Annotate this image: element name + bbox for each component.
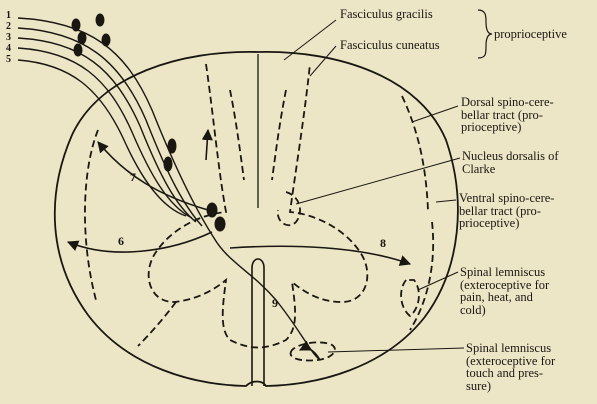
arrow-6 (68, 232, 212, 252)
fiber-3 (18, 38, 196, 222)
label-fasciculus-gracilis: Fasciculus gracilis (340, 8, 433, 21)
leader-spinal-lemniscus-2 (328, 348, 464, 352)
pathway-number-9: 9 (272, 296, 278, 311)
label-spinal-lemniscus-touch: Spinal lemniscus (exteroceptive for touc… (466, 342, 555, 392)
ventral-spinocerebellar-region (410, 222, 433, 330)
leader-ventral-spinocerebellar (436, 200, 456, 202)
pathway-number-7: 7 (130, 170, 136, 185)
ganglion-cell-1 (72, 19, 80, 31)
gracilis-cuneatus-boundary-right (272, 90, 286, 180)
leader-cuneatus (310, 46, 336, 76)
proprioceptive-brace (478, 10, 492, 58)
leader-spinal-lemniscus-1 (418, 272, 458, 290)
label-dorsal-spinocerebellar: Dorsal spino-cere- bellar tract (pro- pr… (461, 96, 554, 134)
clarke-nucleus (278, 192, 300, 225)
dorsal-spinocerebellar-region (402, 96, 428, 210)
arrow-lemniscus-2 (300, 348, 320, 360)
gracilis-cuneatus-boundary-left (230, 90, 244, 180)
ganglion-cell-2 (96, 14, 104, 26)
label-nucleus-dorsalis: Nucleus dorsalis of Clarke (462, 150, 559, 175)
clarke-cell-2 (215, 217, 225, 231)
ganglion-cell-5 (74, 44, 82, 56)
dorsal-horn-cell-2 (164, 157, 172, 171)
fiber-number-5: 5 (6, 54, 11, 65)
fiber-number-3: 3 (6, 32, 11, 43)
fiber-4 (18, 48, 192, 218)
ganglion-cell-4 (102, 34, 110, 46)
dorsal-horn-cell-1 (168, 139, 176, 153)
fiber-number-1: 1 (6, 10, 11, 21)
clarke-cell-1 (207, 203, 217, 217)
fiber-number-4: 4 (6, 43, 11, 54)
left-tract-region (85, 130, 98, 300)
label-proprioceptive: proprioceptive (494, 28, 567, 41)
fiber-number-2: 2 (6, 21, 11, 32)
label-ventral-spinocerebellar: Ventral spino-cere- bellar tract (pro- p… (459, 192, 554, 230)
leader-nucleus-dorsalis (296, 158, 460, 204)
ganglion-cell-3 (78, 32, 86, 44)
label-fasciculus-cuneatus: Fasciculus cuneatus (340, 39, 440, 52)
pathway-number-8: 8 (380, 236, 386, 251)
arrow-up-small (206, 130, 208, 160)
label-spinal-lemniscus-pain: Spinal lemniscus (exteroceptive for pain… (460, 266, 549, 316)
pathway-number-6: 6 (118, 234, 124, 249)
spinal-lemniscus-region-1 (401, 280, 419, 316)
anterior-funiculus-boundary (138, 302, 176, 346)
